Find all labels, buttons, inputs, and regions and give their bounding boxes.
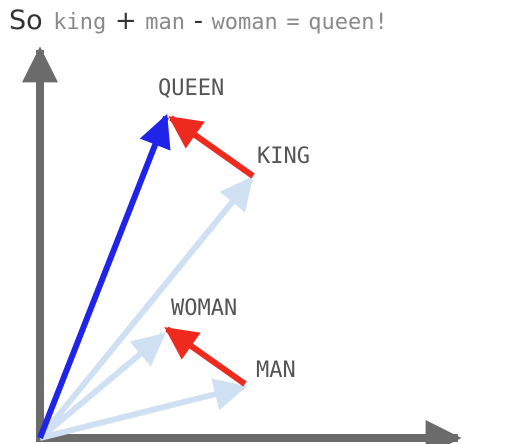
- title-queen: queen!: [308, 10, 388, 35]
- woman-vector: [38, 332, 166, 441]
- label-man: MAN: [256, 358, 296, 383]
- man-vector: [39, 378, 248, 441]
- title-woman: woman: [211, 10, 278, 35]
- king-to-queen-arrow: [168, 115, 255, 179]
- label-woman: WOMAN: [171, 296, 237, 321]
- title-man: man: [145, 10, 185, 35]
- man-to-woman-arrow: [164, 326, 247, 387]
- queen-vector: [37, 113, 171, 440]
- label-king: KING: [257, 144, 310, 169]
- king-vector: [37, 176, 254, 440]
- title-king: king: [53, 10, 107, 35]
- label-queen: QUEEN: [158, 76, 224, 101]
- title-so: So: [9, 5, 43, 36]
- title-plus: +: [114, 6, 137, 36]
- title-equals: =: [286, 10, 300, 35]
- title-minus: -: [193, 6, 203, 36]
- title: So king + man - woman = queen!: [9, 1, 388, 43]
